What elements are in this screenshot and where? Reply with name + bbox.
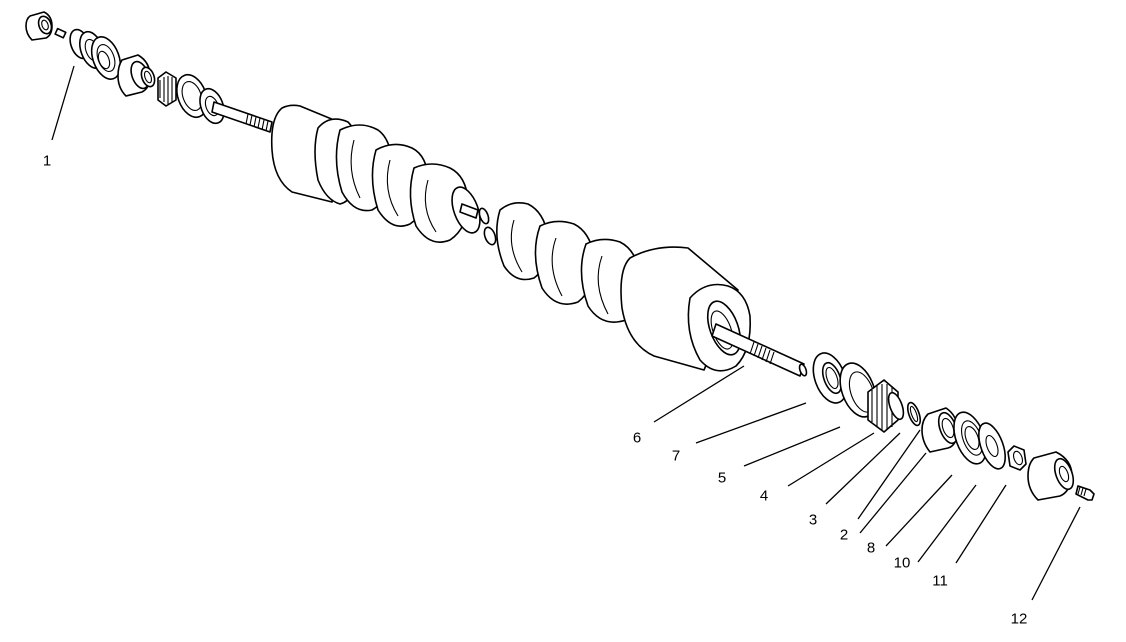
callout-label-10: 10 xyxy=(893,554,911,572)
part-8-sleeve xyxy=(921,407,959,453)
part-12-grease-fitting xyxy=(1075,485,1095,501)
part-7-seal xyxy=(812,352,848,404)
right-roller-drum xyxy=(620,246,752,372)
callout-label-3: 3 xyxy=(808,511,818,529)
left-end-cap xyxy=(25,11,53,41)
left-bearing-cup xyxy=(176,73,225,125)
part-hex-nut xyxy=(1007,445,1027,471)
left-grease-fitting xyxy=(54,27,67,39)
left-shaft xyxy=(211,101,273,133)
left-seal-stack xyxy=(69,28,122,80)
left-bearing-sleeve xyxy=(117,54,156,97)
callout-label-5: 5 xyxy=(717,469,727,487)
callout-label-8: 8 xyxy=(866,539,876,557)
right-roller-flights xyxy=(496,202,642,323)
callout-label-11: 11 xyxy=(932,572,948,590)
part-11-washer xyxy=(978,422,1006,470)
center-coupling xyxy=(459,203,497,246)
callout-label-1: 1 xyxy=(42,152,52,170)
part-3-oring xyxy=(906,401,922,427)
left-bearing-cone xyxy=(157,71,177,107)
leader-lines xyxy=(51,65,1081,601)
callout-label-2: 2 xyxy=(839,526,849,544)
callout-label-7: 7 xyxy=(671,447,681,465)
callout-label-4: 4 xyxy=(759,487,769,505)
callout-label-6: 6 xyxy=(632,429,642,447)
callout-label-12: 12 xyxy=(1010,610,1028,628)
part-10-seal-housing xyxy=(953,411,987,465)
right-end-cap xyxy=(1027,451,1075,501)
left-roller-flights xyxy=(335,124,481,243)
part-4-bearing-cone xyxy=(867,379,905,433)
right-shaft xyxy=(711,323,808,377)
